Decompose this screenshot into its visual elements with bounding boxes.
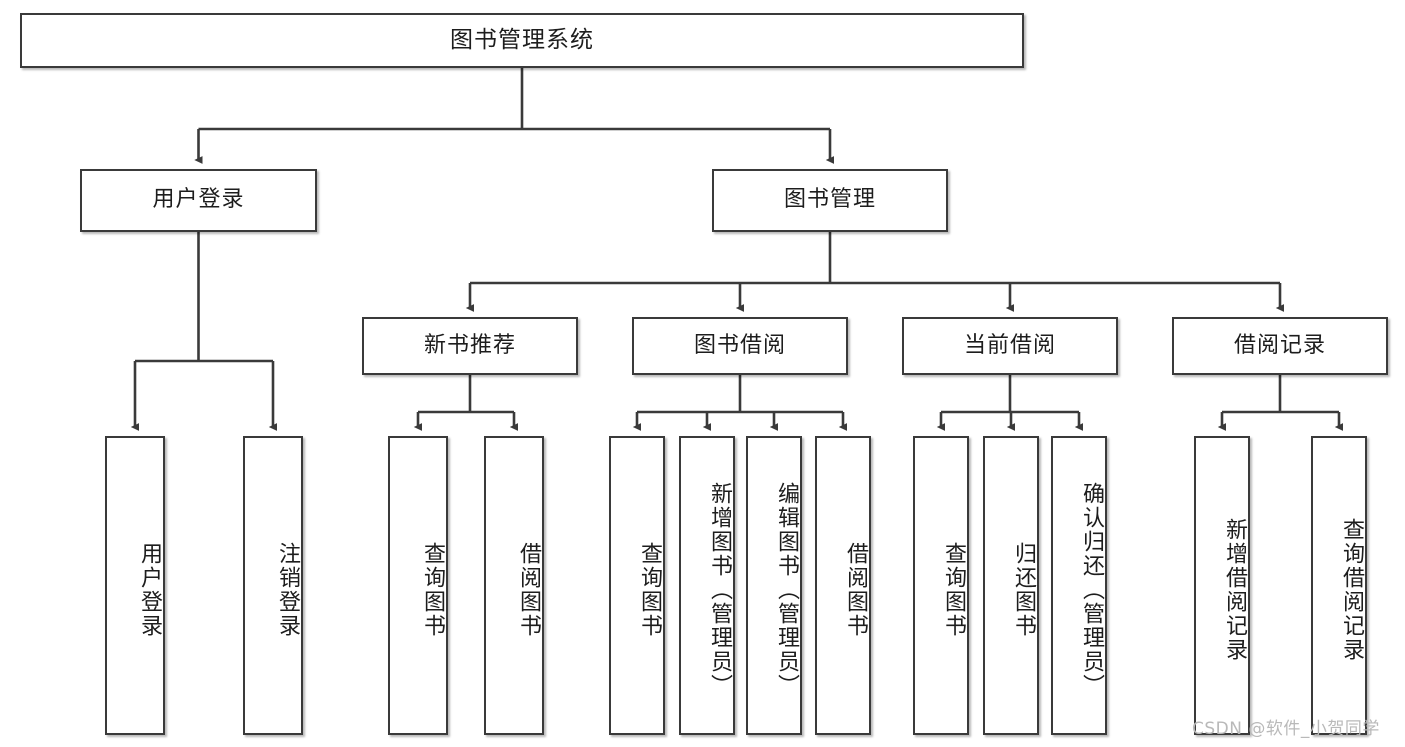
node-label: 查询图书 xyxy=(637,541,662,638)
node-label: 用户登录 xyxy=(137,541,162,638)
node-label: 查询图书 xyxy=(941,541,966,638)
node-label: 确认归还（管理员） xyxy=(1079,481,1104,698)
node-leaf-cb-confirm[interactable]: 确认归还（管理员） xyxy=(1051,436,1107,735)
node-label: 用户登录 xyxy=(152,187,245,213)
node-leaf-user-login[interactable]: 用户登录 xyxy=(105,436,165,735)
node-label: 当前借阅 xyxy=(963,332,1056,358)
node-label: 查询图书 xyxy=(420,541,445,638)
node-label: 图书管理系统 xyxy=(450,26,594,53)
node-leaf-cb-query[interactable]: 查询图书 xyxy=(913,436,969,735)
node-label: 借阅记录 xyxy=(1233,332,1326,358)
node-label: 新增借阅记录 xyxy=(1222,517,1247,662)
node-borrow-record[interactable]: 借阅记录 xyxy=(1172,317,1388,375)
node-label: 编辑图书（管理员） xyxy=(774,481,799,698)
node-leaf-bb-add[interactable]: 新增图书（管理员） xyxy=(679,436,735,735)
node-leaf-cb-return[interactable]: 归还图书 xyxy=(983,436,1039,735)
node-label: 新书推荐 xyxy=(423,332,516,358)
node-user-login[interactable]: 用户登录 xyxy=(80,169,317,232)
node-label: 图书借阅 xyxy=(693,332,786,358)
node-book-manage[interactable]: 图书管理 xyxy=(712,169,948,232)
node-label: 新增图书（管理员） xyxy=(707,481,732,698)
node-current-borrow[interactable]: 当前借阅 xyxy=(902,317,1118,375)
node-label: 注销登录 xyxy=(275,541,300,638)
node-root[interactable]: 图书管理系统 xyxy=(20,13,1024,68)
node-leaf-br-add[interactable]: 新增借阅记录 xyxy=(1194,436,1250,735)
node-leaf-br-query[interactable]: 查询借阅记录 xyxy=(1311,436,1367,735)
node-leaf-rec-query[interactable]: 查询图书 xyxy=(388,436,448,735)
node-leaf-rec-borrow[interactable]: 借阅图书 xyxy=(484,436,544,735)
node-leaf-bb-query[interactable]: 查询图书 xyxy=(609,436,665,735)
node-leaf-bb-borrow[interactable]: 借阅图书 xyxy=(815,436,871,735)
node-label: 借阅图书 xyxy=(516,541,541,638)
node-book-borrow[interactable]: 图书借阅 xyxy=(632,317,848,375)
node-label: 查询借阅记录 xyxy=(1339,517,1364,662)
node-label: 图书管理 xyxy=(783,187,876,213)
node-leaf-user-logout[interactable]: 注销登录 xyxy=(243,436,303,735)
csdn-watermark: CSDN @软件_小贺同学 xyxy=(1192,719,1380,739)
node-label: 归还图书 xyxy=(1011,541,1036,638)
node-label: 借阅图书 xyxy=(843,541,868,638)
node-new-book-rec[interactable]: 新书推荐 xyxy=(362,317,578,375)
node-leaf-bb-edit[interactable]: 编辑图书（管理员） xyxy=(746,436,802,735)
